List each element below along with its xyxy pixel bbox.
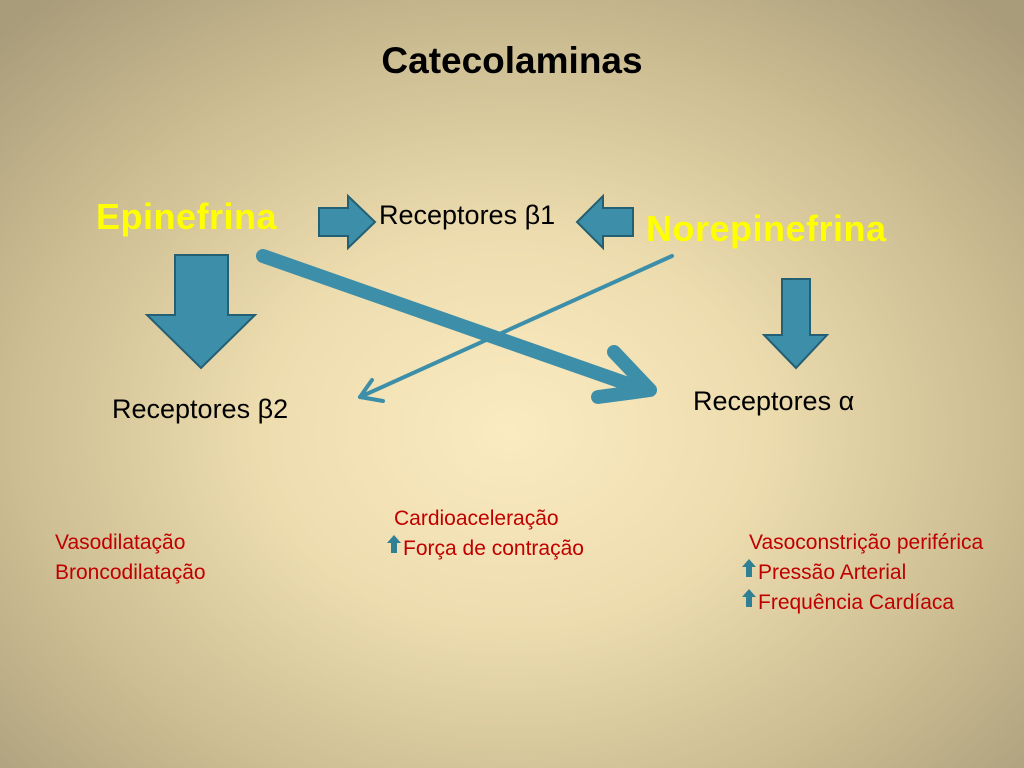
effect-item: Broncodilatação [55,561,206,584]
slide-title: Catecolaminas [381,40,643,81]
up-arrow-icon [742,559,756,577]
drug-epinefrina: Epinefrina [96,196,278,237]
effects-beta1: Cardioaceleração Força de contração [387,504,584,564]
effect-item-increase: Frequência Cardíaca [742,588,983,618]
arrow-norepinefrina-to-alpha [761,278,830,370]
effect-item-increase: Força de contração [387,534,584,564]
effect-item: Vasodilatação [55,531,186,554]
effect-label: Pressão Arterial [758,561,907,584]
drug-norepinefrina: Norepinefrina [646,208,887,249]
effect-item: Cardioaceleração [394,507,559,530]
effect-label: Força de contração [403,537,584,560]
arrow-epinefrina-to-beta2 [144,254,258,370]
arrow-epinefrina-to-alpha [256,249,657,404]
arrow-norepinefrina-to-beta2 [358,254,674,403]
effect-item-increase: Pressão Arterial [742,558,983,588]
effects-beta2: Vasodilatação Broncodilatação [55,528,206,588]
effects-alpha: Vasoconstrição periférica Pressão Arteri… [742,528,983,618]
up-arrow-icon [742,589,756,607]
arrow-epinefrina-to-beta1 [318,193,377,251]
receptor-beta2: Receptores β2 [112,394,289,424]
receptor-alpha: Receptores α [693,386,855,416]
effect-label: Frequência Cardíaca [758,591,955,614]
effect-item: Vasoconstrição periférica [749,531,984,554]
up-arrow-icon [387,535,401,553]
receptor-beta1: Receptores β1 [379,200,556,230]
arrow-norepinefrina-to-beta1 [575,193,634,251]
